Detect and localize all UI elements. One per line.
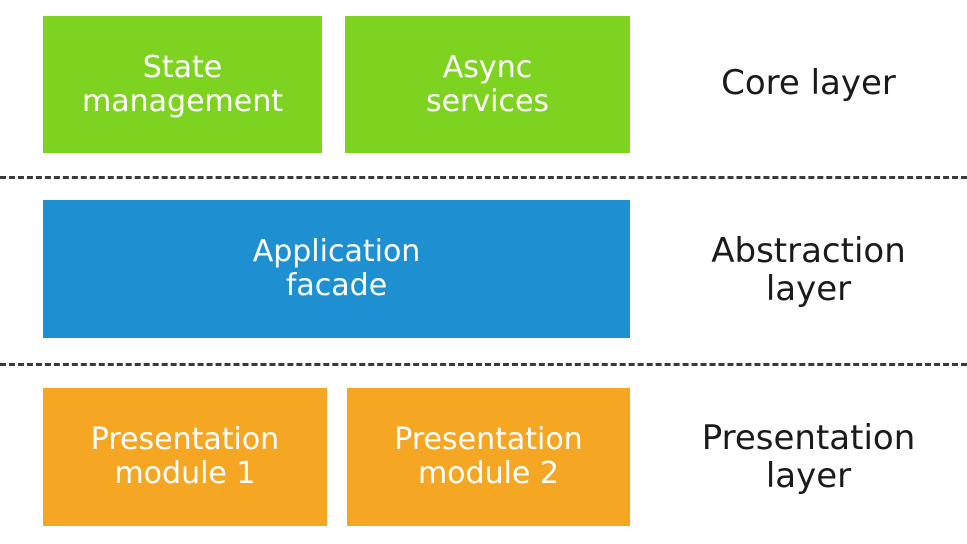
state-management-label: State management — [82, 49, 283, 119]
core-layer-label: Core layer — [721, 63, 896, 103]
presentation-module-1-label: Presentation module 1 — [90, 422, 280, 491]
presentation-module-2-label: Presentation module 2 — [394, 422, 583, 491]
async-services-label: Async services — [425, 49, 550, 119]
application-facade-label: Application facade — [252, 234, 421, 303]
presentation-module-1-box: Presentation module 1 — [43, 388, 327, 526]
layer-divider-bottom — [0, 363, 967, 366]
layer-divider-top — [0, 176, 967, 179]
presentation-module-2-box: Presentation module 2 — [347, 388, 630, 526]
state-management-box: State management — [43, 16, 322, 153]
abstraction-layer-label: Abstraction layer — [711, 231, 906, 309]
async-services-box: Async services — [345, 16, 630, 153]
presentation-layer-label: Presentation layer — [701, 418, 916, 496]
application-facade-box: Application facade — [43, 200, 630, 338]
